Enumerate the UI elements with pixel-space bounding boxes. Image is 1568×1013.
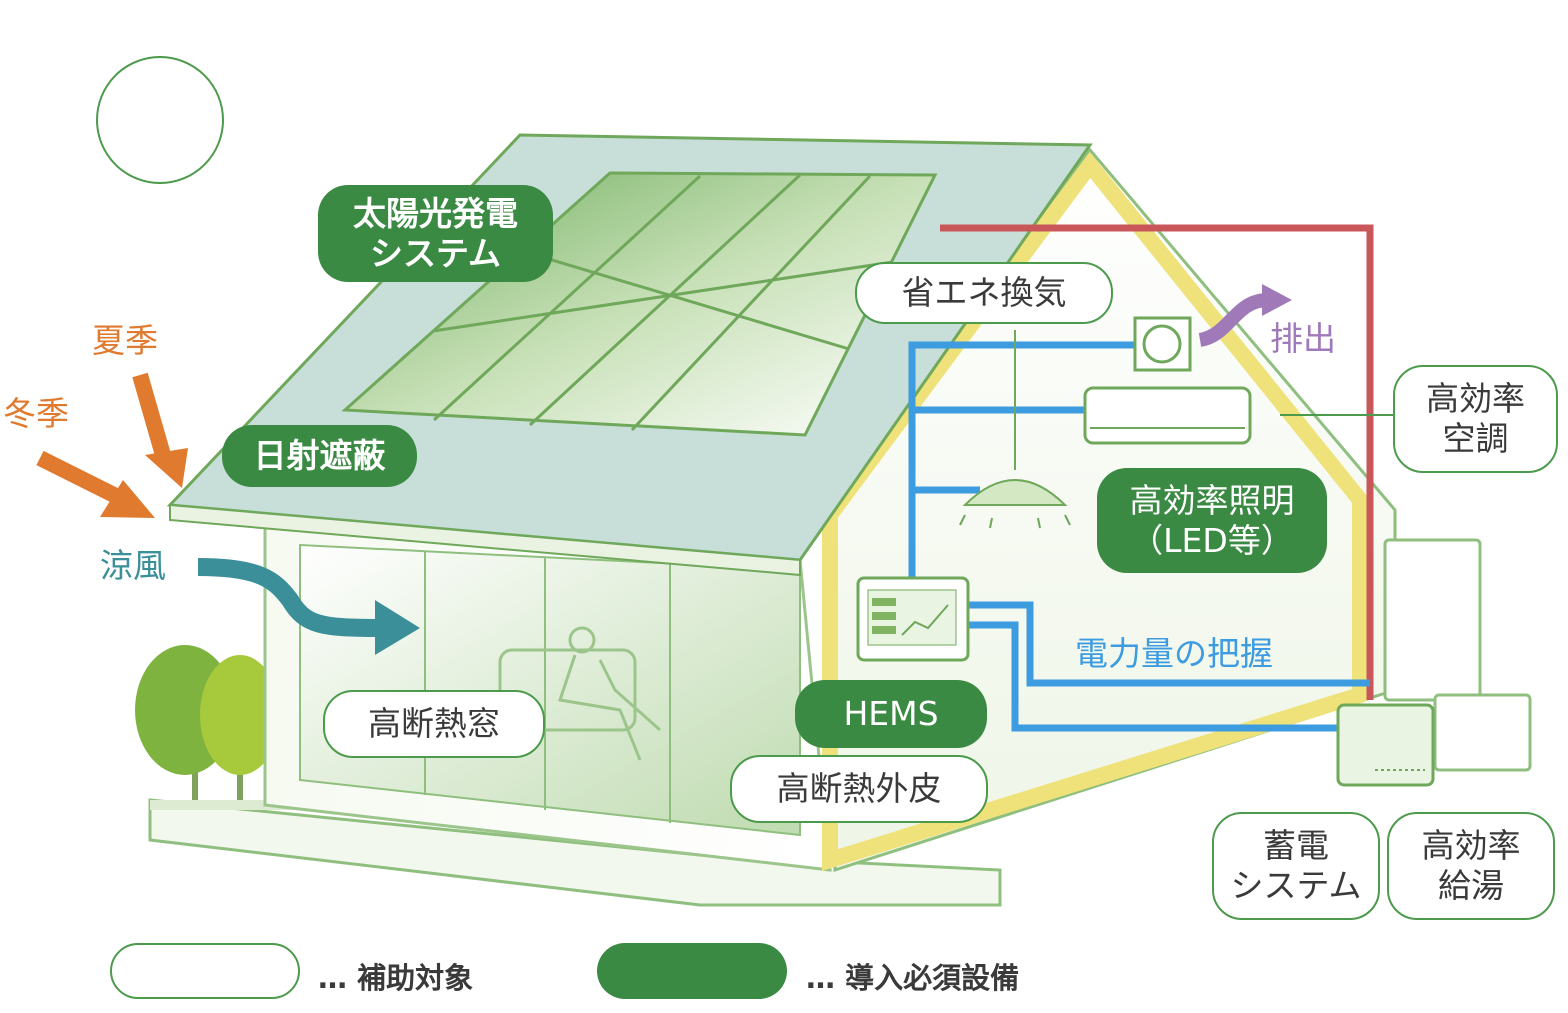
label-storage-line2: システム	[1230, 866, 1362, 905]
legend-required-swatch	[597, 943, 787, 999]
label-lighting-line2: （LED等）	[1130, 520, 1294, 560]
label-lighting-line1: 高効率照明	[1129, 480, 1295, 520]
label-hems: HEMS	[795, 680, 987, 748]
winter-arrow-icon	[36, 450, 155, 518]
label-aircon-line2: 空調	[1442, 419, 1509, 458]
label-efficient-aircon: 高効率 空調	[1393, 365, 1558, 473]
exhaust-arrow-icon	[1198, 284, 1292, 347]
label-cool-breeze: 涼風	[100, 546, 166, 585]
label-solar-line1: 太陽光発電	[353, 193, 518, 233]
label-power-monitoring: 電力量の把握	[1075, 634, 1273, 673]
wiring-blue	[908, 341, 1370, 732]
legend-required-text: … 導入必須設備	[806, 961, 1020, 995]
summer-arrow-icon	[132, 372, 188, 488]
label-exhaust: 排出	[1270, 319, 1336, 358]
led-lamp-icon	[959, 330, 1071, 529]
label-efficient-lighting: 高効率照明 （LED等）	[1097, 468, 1327, 573]
label-solar-power-system: 太陽光発電 システム	[318, 185, 553, 282]
tree-icon	[135, 645, 280, 800]
battery-unit-icon	[1336, 703, 1435, 787]
power-line-red	[940, 224, 1374, 700]
label-aircon-line1: 高効率	[1426, 379, 1525, 418]
label-heater-line1: 高効率	[1421, 826, 1521, 865]
label-storage-line1: 蓄電	[1263, 826, 1329, 865]
label-efficient-water-heater: 高効率 給湯	[1387, 812, 1555, 920]
air-conditioner-icon	[1083, 386, 1252, 445]
ventilation-fan-icon	[1133, 316, 1192, 372]
label-summer: 夏季	[92, 321, 158, 360]
legend-subsidy-swatch	[110, 943, 300, 999]
label-storage-system: 蓄電 システム	[1212, 812, 1380, 920]
label-solar-line2: システム	[369, 233, 501, 273]
label-energy-saving-ventilation: 省エネ換気	[855, 262, 1113, 324]
label-solar-shading: 日射遮蔽	[222, 425, 417, 487]
label-high-insulation-envelope: 高断熱外皮	[730, 755, 988, 823]
water-heater-unit-icon	[1383, 538, 1532, 772]
hems-monitor-icon	[856, 576, 970, 662]
breeze-arrow-icon	[197, 558, 420, 655]
outline-circle	[96, 56, 224, 184]
label-heater-line2: 給湯	[1438, 866, 1504, 905]
legend-subsidy-text: … 補助対象	[318, 961, 474, 995]
label-winter: 冬季	[3, 394, 69, 433]
label-high-insulation-window: 高断熱窓	[323, 690, 545, 758]
